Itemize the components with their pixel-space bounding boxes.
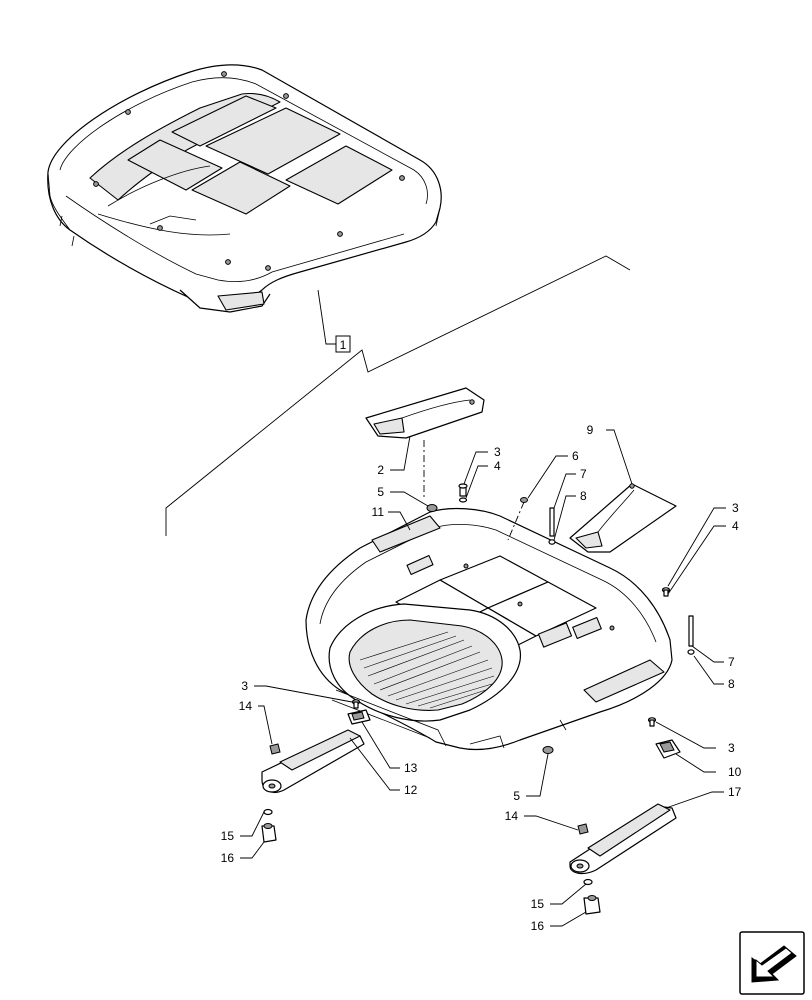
callout-3: 3 [728,741,735,755]
callout-13: 13 [404,761,418,775]
clip-14-left [269,743,281,755]
cover-panel-2 [365,387,485,439]
screw-3-left [351,699,361,709]
screw-3-upper [458,483,468,497]
callout-8: 8 [580,489,587,503]
assembly-ref-box: 1 [335,335,351,353]
callout-2: 2 [377,463,384,477]
leader-lines [240,429,726,927]
roof-inner-liner [305,507,673,751]
callout-8: 8 [728,677,735,691]
callout-4: 4 [494,459,501,473]
washer-15-right [583,878,593,886]
sunvisor-17 [569,803,677,875]
screw-3-right [661,587,671,597]
callout-5: 5 [377,485,384,499]
grommet-5-upper [426,504,438,512]
callout-11: 11 [372,505,385,519]
sunvisor-12 [261,729,365,793]
next-page-arrow-icon[interactable] [739,931,805,995]
assembly-ref-label: 1 [340,338,347,352]
callout-3: 3 [732,501,739,515]
grommet-6 [520,497,528,503]
callout-16: 16 [531,919,545,933]
washer-4-upper [458,497,468,503]
stud-7-upper [549,507,555,537]
callout-17: 17 [728,785,742,799]
callout-7: 7 [728,655,735,669]
callout-5: 5 [513,789,520,803]
callout-14: 14 [505,809,519,823]
assembly-axis-6 [507,501,525,541]
callout-16: 16 [221,851,235,865]
callout-10: 10 [728,765,742,779]
callout-4: 4 [732,519,739,533]
bracket-13 [347,709,371,725]
grommet-5-lower [542,746,554,754]
callout-15: 15 [531,897,545,911]
callout-3: 3 [241,679,248,693]
callout-7: 7 [580,467,587,481]
pivot-16-right [583,895,601,915]
callout-labels: 2 3 4 5 11 6 7 8 9 3 4 7 8 3 14 13 12 15… [221,423,742,933]
callout-15: 15 [221,829,235,843]
pivot-16-left [261,823,277,843]
callout-3: 3 [494,445,501,459]
reference-frame-lines [165,255,631,536]
nut-8-right [687,649,695,655]
cover-panel-9 [569,483,677,553]
callout-14: 14 [239,699,253,713]
stud-7-right [688,615,694,647]
roof-outer-shell [47,64,442,313]
washer-15-left [263,808,273,816]
nut-8-upper [548,539,556,545]
callout-6: 6 [572,449,579,463]
screw-3-lower-right [647,717,657,727]
clip-14-right [577,823,589,835]
callout-9: 9 [587,423,594,437]
bracket-10 [655,739,681,759]
callout-12: 12 [404,783,418,797]
